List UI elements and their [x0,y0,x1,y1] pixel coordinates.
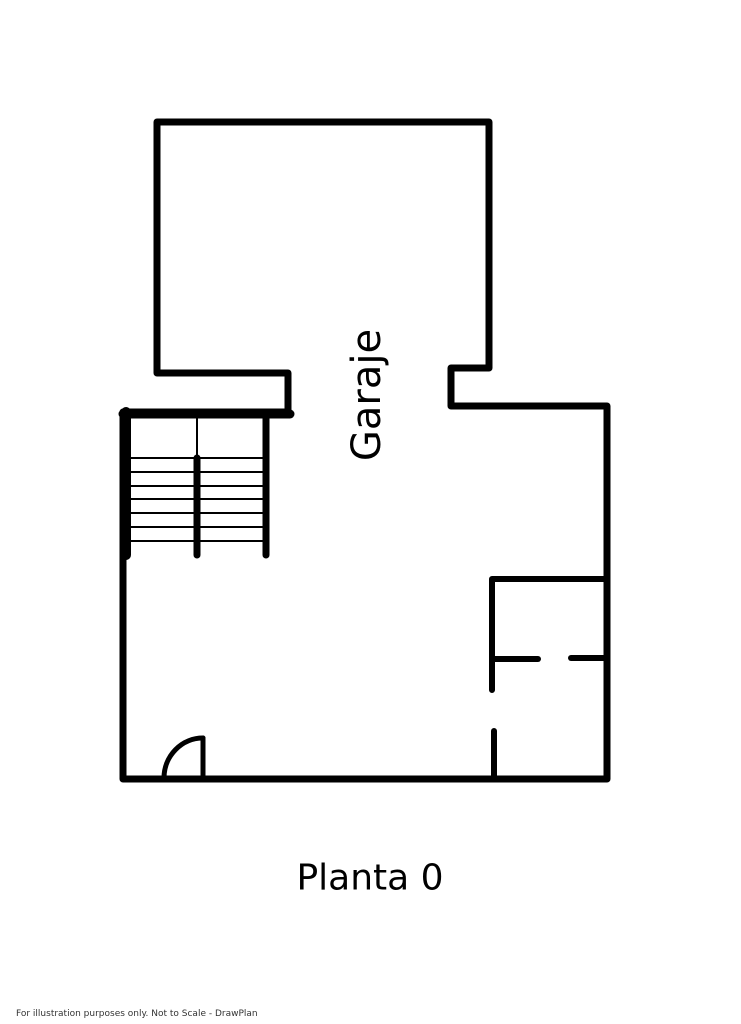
storage-room [489,576,610,782]
floor-label: Planta 0 [296,857,444,899]
door-swing-icon [161,735,206,781]
room-label-garaje: Garaje [344,328,390,462]
stair-walls [118,407,295,560]
disclaimer-footer: For illustration purposes only. Not to S… [16,1009,258,1019]
staircase-icon [130,457,264,542]
